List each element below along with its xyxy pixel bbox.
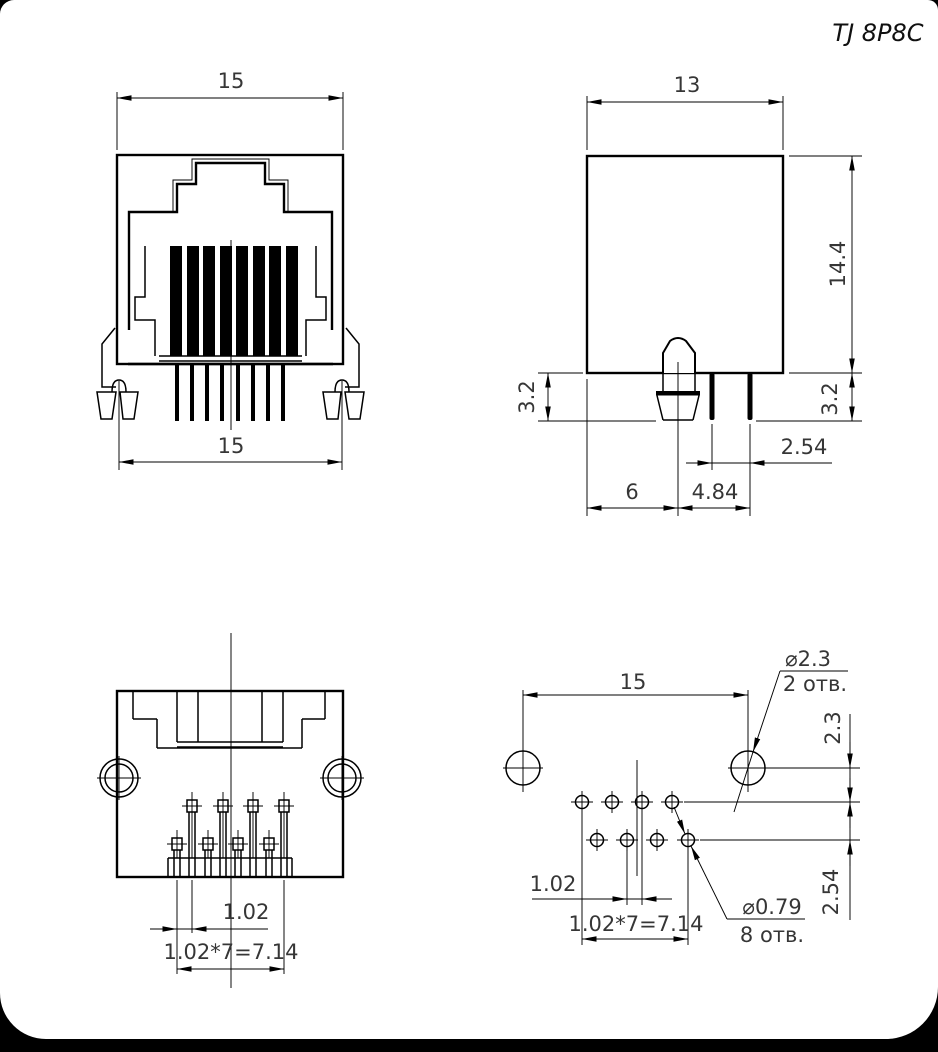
front-dim-width-top-label: 15 [218, 69, 245, 93]
footprint-dim-mount-to-row1-label: 2.3 [821, 711, 845, 744]
side-dim-face-to-latch-label: 6 [625, 480, 638, 504]
side-dim-height-label: 14.4 [826, 241, 850, 288]
footprint-mount-hole-qty-label: 2 отв. [783, 672, 847, 696]
footprint-dim-mount-span-label: 15 [620, 670, 647, 694]
front-left-wing [96, 327, 139, 420]
bottom-dim-stagger: 1.02 [150, 880, 269, 974]
front-socket-opening-inner [172, 158, 289, 212]
side-dim-width-label: 13 [674, 73, 701, 97]
footprint-dim-stagger-label: 1.02 [530, 872, 577, 896]
side-dim-standoff-left-label: 3.2 [515, 380, 539, 413]
bottom-left-mount-post [97, 756, 141, 800]
side-dim-standoff-left: 3.2 [515, 372, 656, 422]
front-dim-width-top: 15 [116, 69, 344, 150]
side-view: 13 14.4 3.2 3.2 2.54 [515, 73, 862, 516]
footprint-dim-mount-span: 15 [523, 670, 748, 698]
front-right-slot [305, 246, 327, 356]
footprint-view: 15 2.3 2.54 [503, 647, 860, 947]
front-comb-shelf [159, 355, 302, 362]
front-left-slot [134, 246, 156, 356]
title-block: TJ 8P8C [832, 19, 923, 47]
drawing-title: TJ 8P8C [832, 19, 923, 47]
footprint-dim-pin-span: 1.02*7=7.14 [569, 813, 704, 945]
side-dim-latch-to-pin: 4.84 [678, 480, 750, 511]
bottom-view: 1.02 1.02*7=7.14 [97, 633, 364, 988]
front-dim-span-bottom-label: 15 [218, 434, 245, 458]
footprint-pin-hole-qty-label: 8 отв. [740, 923, 804, 947]
bottom-pin-strip [167, 857, 293, 877]
side-dim-pin-length-right: 3.2 [756, 373, 862, 422]
bottom-right-mount-post [320, 756, 364, 800]
footprint-dim-stagger: 1.02 [530, 813, 672, 905]
side-pins [709, 373, 753, 420]
front-pins [175, 364, 285, 421]
footprint-pin-hole-dia-label: ⌀0.79 [742, 895, 801, 919]
footprint-dim-pin-span-label: 1.02*7=7.14 [569, 912, 704, 936]
bottom-dim-stagger-label: 1.02 [223, 900, 270, 924]
front-right-wing [322, 327, 365, 420]
footprint-dim-vertical-chain: 2.3 2.54 [819, 711, 853, 920]
footprint-dim-row-to-row-label: 2.54 [819, 869, 843, 916]
side-latch-neck [662, 373, 696, 391]
front-view: 15 15 [96, 69, 365, 470]
side-dim-pin-pitch: 2.54 [686, 424, 832, 516]
footprint-pin-holes-upper [571, 791, 683, 813]
bottom-socket-opening [132, 692, 326, 749]
side-dim-face-to-latch: 6 [586, 379, 678, 516]
footprint-callout-pin-hole: ⌀0.79 8 отв. [673, 806, 805, 947]
side-latch-post [662, 337, 696, 373]
side-dim-pin-pitch-label: 2.54 [781, 435, 828, 459]
bottom-pin-row-upper [182, 792, 294, 877]
bottom-pin-row-lower [167, 830, 279, 877]
bottom-body-outline [115, 689, 345, 879]
side-dim-width: 13 [586, 73, 784, 150]
side-dim-latch-to-pin-label: 4.84 [692, 480, 739, 504]
bottom-dim-pin-span-label: 1.02*7=7.14 [164, 940, 299, 964]
footprint-mount-holes [503, 690, 860, 792]
side-dim-pin-length-right-label: 3.2 [818, 382, 842, 415]
front-socket-opening [127, 161, 334, 330]
side-dim-height: 14.4 [789, 155, 862, 374]
front-dim-span-bottom: 15 [118, 381, 343, 470]
footprint-callout-mount-hole: ⌀2.3 2 отв. [733, 647, 848, 813]
bottom-dim-pin-span: 1.02*7=7.14 [164, 880, 299, 974]
front-contact-comb [170, 246, 298, 356]
footprint-pin-holes-lower [586, 829, 699, 851]
footprint-mount-hole-dia-label: ⌀2.3 [785, 647, 831, 671]
